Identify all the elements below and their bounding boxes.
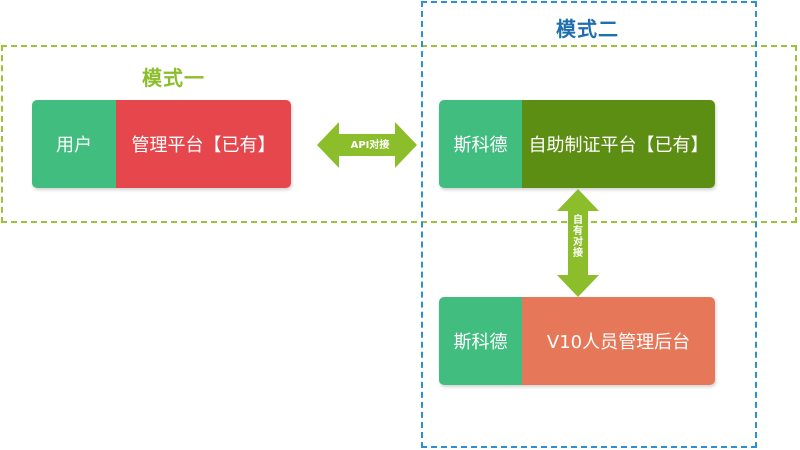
api-double-arrow-icon	[317, 122, 417, 168]
cert-platform-label: 自助制证平台【已有】	[522, 100, 715, 188]
sikede-label-2: 斯科德	[439, 297, 522, 385]
v10-backend-box: 斯科德 V10人员管理后台	[439, 297, 715, 385]
sikede-label: 斯科德	[439, 100, 522, 188]
management-platform-label: 管理平台【已有】	[116, 100, 291, 188]
self-double-arrow-icon	[557, 189, 599, 297]
mode-one-frame	[1, 45, 797, 223]
mode-two-frame	[421, 1, 757, 448]
v10-backend-label: V10人员管理后台	[522, 297, 715, 385]
user-management-box: 用户 管理平台【已有】	[32, 100, 291, 188]
self-arrow-label: 自有对接	[573, 215, 583, 259]
api-arrow-label: API对接	[350, 140, 390, 151]
mode-two-title: 模式二	[556, 17, 619, 41]
user-label: 用户	[32, 100, 116, 188]
cert-platform-box: 斯科德 自助制证平台【已有】	[439, 100, 715, 188]
mode-one-title: 模式一	[142, 66, 205, 90]
